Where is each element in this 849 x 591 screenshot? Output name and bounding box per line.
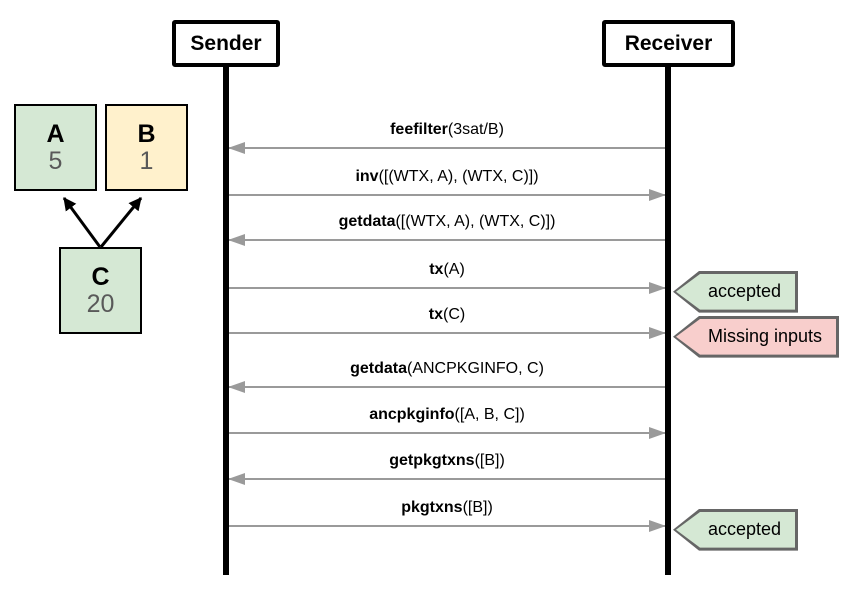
message-arrow-sender-to-receiver-6 <box>229 427 666 439</box>
arrowhead-icon <box>228 142 245 154</box>
message-label-getpkgtxns-7: getpkgtxns([B]) <box>389 452 505 469</box>
tx-node-a: A 5 <box>14 104 97 191</box>
result-badge-text: accepted <box>676 274 796 310</box>
arrowhead-icon <box>649 189 666 201</box>
tx-node-a-label: A <box>46 120 65 149</box>
result-badge-text: Missing inputs <box>676 319 837 355</box>
result-badge-success-3: accepted <box>673 271 799 313</box>
package-graph: A 5 B 1 C 20 <box>0 0 220 360</box>
tx-node-b-label: B <box>137 120 156 149</box>
result-badge-text: accepted <box>676 512 796 548</box>
message-arrow-sender-to-receiver-4 <box>229 327 666 339</box>
tx-node-c-value: 20 <box>86 289 115 318</box>
tx-node-b: B 1 <box>105 104 188 191</box>
arrowhead-icon <box>649 282 666 294</box>
result-badge-success-8: accepted <box>673 509 799 551</box>
result-badge-error-4: Missing inputs <box>673 316 840 358</box>
tx-node-c-label: C <box>91 263 110 292</box>
message-label-ancpkginfo-6: ancpkginfo([A, B, C]) <box>369 406 525 423</box>
arrowhead-icon <box>649 520 666 532</box>
message-arrow-receiver-to-sender-7 <box>228 473 665 485</box>
message-label-tx-3: tx(A) <box>429 261 465 278</box>
arrowhead-icon <box>649 327 666 339</box>
edge-c-to-a <box>62 197 102 248</box>
arrowhead-icon <box>228 381 245 393</box>
receiver-actor-box: Receiver <box>602 20 735 67</box>
message-arrow-receiver-to-sender-0 <box>228 142 665 154</box>
message-label-inv-1: inv([(WTX, A), (WTX, C)]) <box>355 168 539 185</box>
receiver-lifeline <box>665 64 671 575</box>
edge-c-to-b <box>99 197 143 248</box>
arrowhead-icon <box>228 473 245 485</box>
arrowhead-icon <box>228 234 245 246</box>
message-arrow-sender-to-receiver-1 <box>229 189 666 201</box>
message-arrow-receiver-to-sender-5 <box>228 381 665 393</box>
tx-node-a-value: 5 <box>48 146 63 175</box>
arrowhead-icon <box>649 427 666 439</box>
message-label-pkgtxns-8: pkgtxns([B]) <box>401 499 493 516</box>
message-arrow-sender-to-receiver-3 <box>229 282 666 294</box>
message-arrow-receiver-to-sender-2 <box>228 234 665 246</box>
message-label-feefilter-0: feefilter(3sat/B) <box>390 121 504 138</box>
message-arrow-sender-to-receiver-8 <box>229 520 666 532</box>
message-label-tx-4: tx(C) <box>428 306 466 323</box>
sender-lifeline <box>223 64 229 575</box>
sender-actor-box: Sender <box>172 20 280 67</box>
tx-node-c: C 20 <box>59 247 142 334</box>
tx-node-b-value: 1 <box>139 146 154 175</box>
message-label-getdata-2: getdata([(WTX, A), (WTX, C)]) <box>338 213 556 230</box>
message-label-getdata-5: getdata(ANCPKGINFO, C) <box>350 360 544 377</box>
